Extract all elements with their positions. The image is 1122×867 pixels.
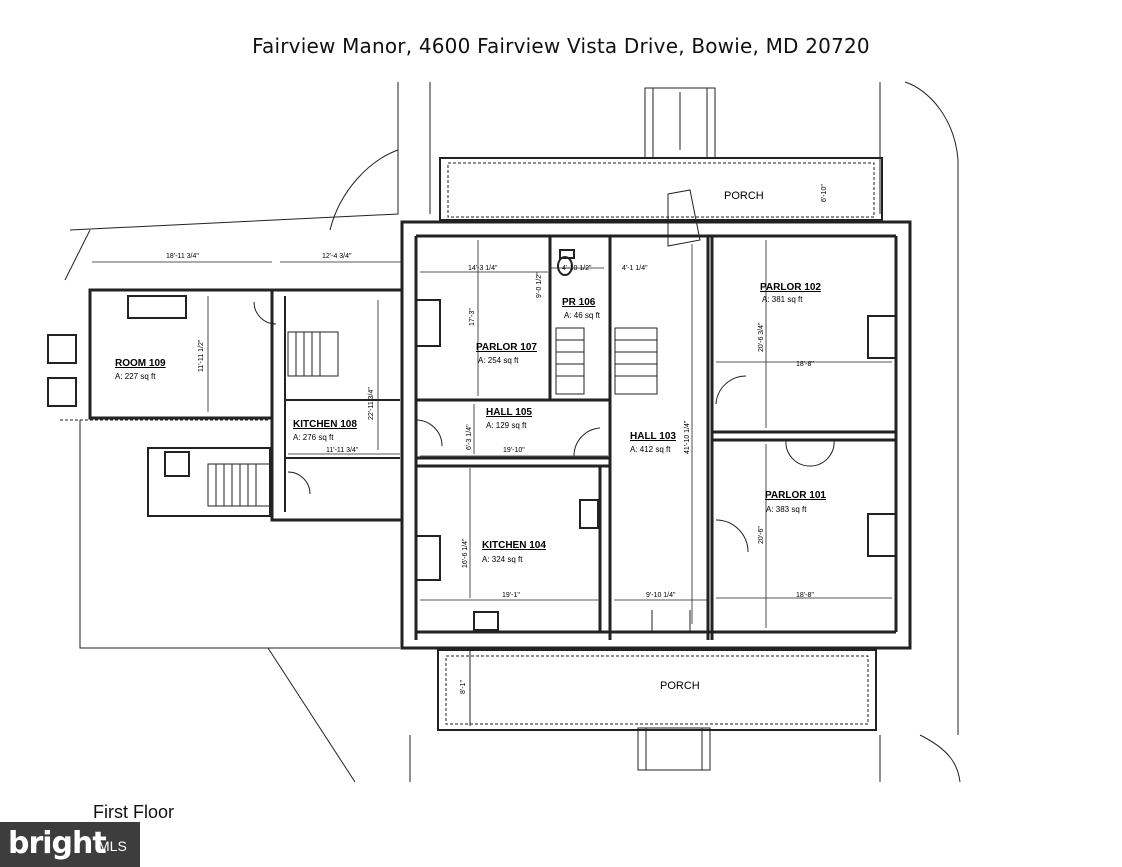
site-curve — [329, 149, 399, 231]
dimension-label: 6'-3 1/4" — [466, 424, 473, 450]
bottom-porch — [437, 649, 877, 731]
dimension-label: 14'-3 1/4" — [468, 265, 498, 272]
dimension-lines — [92, 240, 892, 628]
site-curve — [904, 81, 959, 735]
door-swings — [253, 189, 835, 632]
porch-label: PORCH — [660, 680, 700, 692]
bottom-stair — [637, 727, 711, 771]
room-labels: PARLOR 102 A: 381 sq ft PARLOR 101 A: 38… — [115, 190, 826, 692]
dimension-labels: 18'-11 3/4" 11'-11 1/2" 12'-4 3/4" 11'-1… — [166, 184, 828, 694]
plan-title: Fairview Manor, 4600 Fairview Vista Driv… — [252, 34, 870, 58]
bright-mls-watermark: bright MLS — [0, 822, 140, 867]
room-name: PARLOR 107 — [476, 342, 537, 353]
dimension-label: 12'-4 3/4" — [322, 253, 352, 260]
dimension-label: 18'-11 3/4" — [166, 253, 199, 260]
room-area: A: 324 sq ft — [482, 555, 523, 564]
site-line — [79, 420, 400, 649]
dimension-label: 18'-8" — [796, 592, 814, 599]
dimension-label: 11'-11 3/4" — [326, 447, 359, 454]
room-name: PARLOR 101 — [765, 490, 826, 501]
west-wing — [47, 288, 404, 522]
dimension-label: 17'-3" — [469, 308, 476, 326]
room-name: ROOM 109 — [115, 358, 166, 369]
dimension-label: 20'-6 3/4" — [758, 322, 765, 352]
dimension-label: 22'-11 3/4" — [368, 387, 375, 420]
room-area: A: 383 sq ft — [766, 505, 807, 514]
site-line — [69, 82, 399, 231]
top-stair — [644, 87, 716, 159]
dimension-label: 9'-10 1/4" — [646, 592, 676, 599]
room-name: KITCHEN 104 — [482, 540, 546, 551]
dimension-label: 19'-10" — [503, 447, 525, 454]
room-name: PR 106 — [562, 297, 596, 308]
room-area: A: 46 sq ft — [564, 311, 601, 320]
dimension-label: 11'-11 1/2" — [198, 339, 205, 372]
room-name: PARLOR 102 — [760, 282, 821, 293]
dimension-label: 19'-1" — [502, 592, 520, 599]
dimension-label: 16'-6 1/4" — [462, 538, 469, 568]
room-area: A: 129 sq ft — [486, 421, 527, 430]
room-name: HALL 105 — [486, 407, 532, 418]
floor-label: First Floor — [93, 802, 174, 822]
room-name: KITCHEN 108 — [293, 419, 357, 430]
room-area: A: 276 sq ft — [293, 433, 334, 442]
top-porch — [439, 157, 883, 221]
dimension-label: 8'-1" — [460, 680, 467, 694]
dimension-label: 41'-10 1/4" — [684, 420, 691, 454]
dimension-label: 20'-6" — [758, 526, 765, 544]
porch-label: PORCH — [724, 190, 764, 202]
dimension-label: 4'-1 1/4" — [622, 265, 648, 272]
dimension-label: 9'-0 1/2" — [536, 272, 543, 298]
site-curve — [919, 734, 961, 783]
room-area: A: 381 sq ft — [762, 295, 803, 304]
watermark-brand: bright — [8, 826, 107, 861]
interior-stairs — [207, 327, 658, 507]
room-name: HALL 103 — [630, 431, 676, 442]
dimension-label: 18'-8" — [796, 361, 814, 368]
dimension-label: 4'-10 1/2" — [562, 265, 592, 272]
site-line — [64, 229, 91, 281]
room-area: A: 412 sq ft — [630, 445, 671, 454]
room-area: A: 254 sq ft — [478, 356, 519, 365]
site-line — [267, 647, 356, 783]
watermark-mls: MLS — [98, 838, 127, 854]
fireplaces — [416, 249, 897, 631]
room-area: A: 227 sq ft — [115, 372, 156, 381]
dimension-label: 6'-10" — [821, 184, 828, 202]
